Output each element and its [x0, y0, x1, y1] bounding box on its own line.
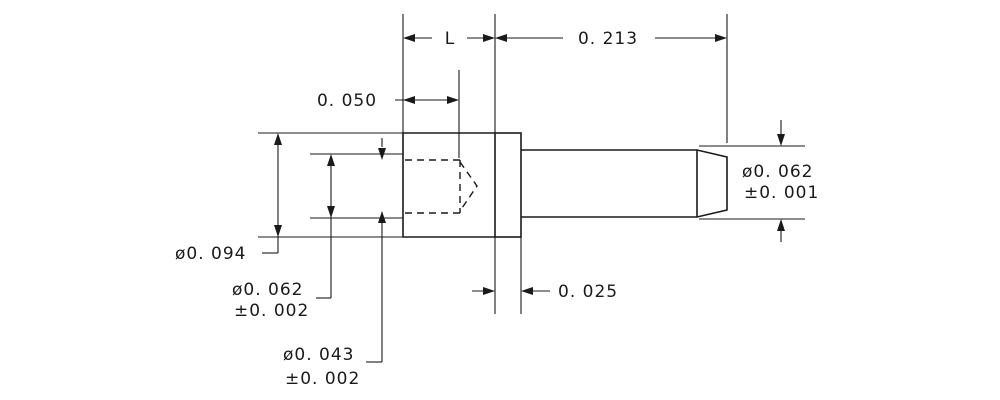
arrowhead	[521, 287, 533, 295]
dim-label-pin-diameter: ø0. 062	[742, 162, 813, 182]
arrowhead	[378, 148, 386, 160]
dim-label-L: L	[445, 29, 455, 49]
drill-point-hidden-line	[459, 161, 478, 212]
arrowhead	[483, 287, 495, 295]
arrowhead	[483, 34, 495, 42]
dim-label-tail-diameter-tol: ±0. 002	[285, 369, 360, 389]
hidden-cavity	[405, 159, 478, 214]
arrowhead	[327, 206, 335, 218]
flange-shoulder	[494, 132, 522, 238]
arrowhead	[274, 133, 282, 145]
extension-lines	[258, 14, 805, 314]
arrowhead	[378, 211, 386, 223]
dim-flange-diameter: ø0. 094	[175, 133, 282, 264]
arrowhead	[715, 34, 727, 42]
dim-cavity-depth: 0. 050	[317, 91, 459, 111]
dim-label-overall-length: 0. 213	[578, 29, 638, 49]
dim-label-cavity-depth: 0. 050	[317, 91, 377, 111]
arrowhead	[495, 34, 507, 42]
left-body-outline	[402, 132, 495, 238]
part-outline	[402, 132, 728, 238]
dim-tail-diameter: ø0. 043 ±0. 002	[283, 138, 386, 389]
arrowhead	[777, 219, 785, 231]
arrowhead	[403, 96, 415, 104]
dim-label-pin-diameter-tol: ±0. 001	[744, 183, 819, 203]
dim-label-cavity-diameter-tol: ±0. 002	[234, 301, 309, 321]
dim-flange-thickness: 0. 025	[472, 282, 618, 302]
dim-pin-diameter: ø0. 062 ±0. 001	[742, 120, 819, 242]
pin-outline	[521, 149, 728, 218]
dim-cavity-diameter: ø0. 062 ±0. 002	[232, 154, 335, 321]
dim-label-flange-thickness: 0. 025	[558, 282, 618, 302]
arrowhead	[274, 225, 282, 237]
arrowhead	[447, 96, 459, 104]
arrowhead	[327, 154, 335, 166]
dim-label-cavity-diameter: ø0. 062	[232, 280, 303, 300]
arrowhead	[403, 34, 415, 42]
dim-label-flange-diameter: ø0. 094	[175, 244, 246, 264]
dim-length-L: L	[403, 29, 495, 49]
arrowhead	[777, 134, 785, 146]
dim-overall-length: 0. 213	[495, 29, 727, 49]
dim-label-tail-diameter: ø0. 043	[283, 345, 354, 365]
